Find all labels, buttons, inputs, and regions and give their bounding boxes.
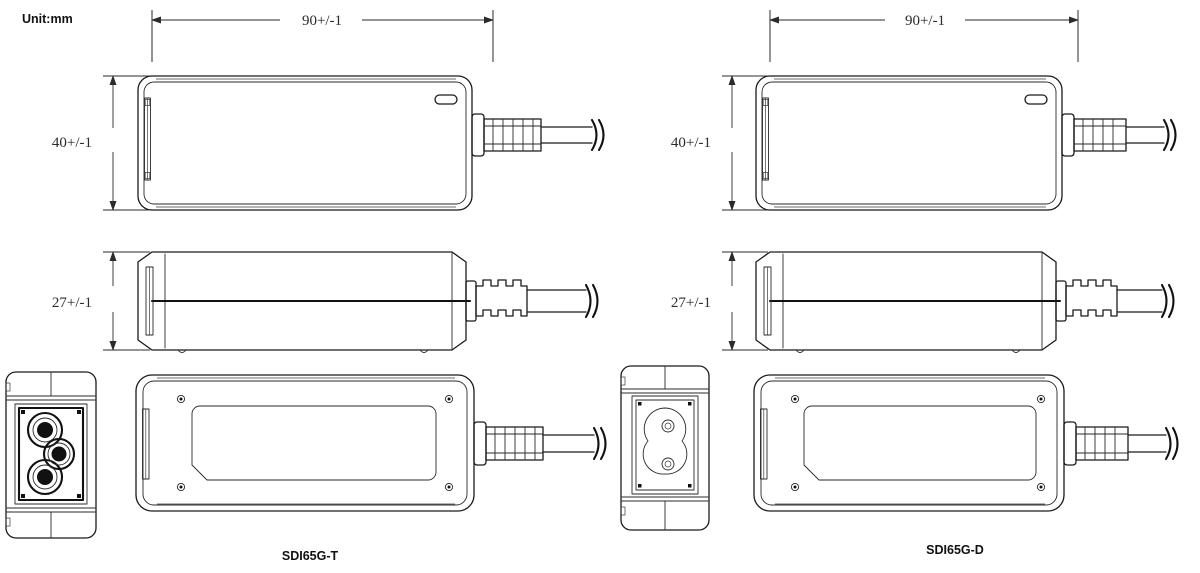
right-side-strain-relief-comb: [1065, 279, 1118, 317]
right-bottom-cable-break-1: [1164, 426, 1172, 461]
left-inlet-outer-body: [5, 371, 97, 539]
left-pin-bore-mid: [47, 442, 71, 466]
right-inlet-outer-body: [620, 365, 710, 531]
right-side-cable-break-2: [1167, 283, 1175, 319]
right-top-view: [755, 75, 1177, 211]
right-side-view: [755, 251, 1175, 353]
left-inlet-notch-upper: [5, 382, 11, 392]
right-width-label: 40+/-1: [671, 135, 711, 151]
right-length-dimension: 90+/-1: [769, 10, 1079, 62]
left-side-foot-1: [177, 349, 187, 353]
left-side-cable-break-1: [584, 283, 592, 319]
right-top-strain-relief: [1073, 118, 1127, 152]
left-bottom-cable-break-1: [592, 426, 600, 461]
right-pin-bore-top: [661, 419, 675, 433]
left-inlet-notch-lower: [5, 517, 11, 527]
left-length-label: 90+/-1: [302, 13, 342, 29]
left-side-cable-break-2: [591, 283, 599, 319]
right-width-dimension: 40+/-1: [671, 75, 768, 211]
left-pin-bore-bottom: [32, 464, 58, 490]
right-pin-bottom: [664, 460, 672, 468]
left-pin-mid: [51, 446, 67, 462]
right-bottom-screws: [790, 394, 1046, 492]
left-bottom-cable-break-2: [599, 426, 607, 461]
right-bottom-cable-boss: [1063, 421, 1077, 466]
right-side-foot-2: [1011, 349, 1021, 353]
right-top-led-indicator: [1024, 94, 1048, 105]
left-top-cable-break-1: [590, 118, 598, 152]
right-top-cable-break-1: [1162, 118, 1170, 152]
right-bottom-outer-shell: [753, 374, 1065, 512]
right-top-parting-seam: [761, 81, 1057, 205]
left-bottom-strain-relief: [485, 426, 544, 461]
left-side-foot-2: [419, 349, 429, 353]
left-top-parting-seam: [143, 81, 467, 205]
left-top-strain-relief-ribs: [483, 118, 542, 152]
left-bottom-label-recess: [191, 405, 437, 481]
right-pin-bore-bottom: [661, 457, 675, 471]
left-bottom-strain-relief-ribs: [485, 426, 544, 461]
left-height-label: 27+/-1: [52, 295, 92, 311]
left-model-caption: SDI65G-T: [282, 549, 339, 563]
right-bottom-parting-seam: [760, 380, 1058, 506]
right-bottom-label-recess: [803, 405, 1037, 481]
right-top-inlet-tab-top: [762, 99, 769, 106]
right-bottom-strain-relief-ribs: [1075, 426, 1129, 461]
right-side-cable-break-1: [1160, 283, 1168, 319]
left-top-cable-break-2: [597, 118, 605, 152]
left-height-dimension: 27+/-1: [52, 251, 150, 351]
left-inlet-frame-outer: [14, 403, 88, 505]
right-height-label: 27+/-1: [671, 295, 711, 311]
right-model-caption: SDI65G-D: [926, 543, 984, 557]
left-top-inlet-tab-top: [144, 99, 151, 106]
right-inlet-face-view: [620, 365, 710, 531]
left-side-strain-relief-comb: [475, 279, 528, 317]
right-length-label: 90+/-1: [905, 13, 945, 29]
right-bottom-strain-relief: [1075, 426, 1129, 461]
left-bottom-outer-shell: [135, 374, 475, 512]
left-pin-top: [37, 422, 53, 438]
right-inlet-notch-lower: [620, 506, 626, 516]
left-side-view: [137, 251, 599, 353]
left-pin-bottom: [37, 469, 53, 485]
right-top-outer-shell: [755, 75, 1063, 211]
right-inlet-notch-upper: [620, 376, 626, 386]
right-top-cable-break-2: [1169, 118, 1177, 152]
left-inlet-frame-inner: [17, 406, 85, 502]
left-inlet-cloverleaf-pins: [26, 411, 76, 496]
right-inlet-frame-inner: [635, 399, 695, 491]
left-top-strain-relief: [483, 118, 542, 152]
right-inlet-figure8-pins: [642, 407, 688, 475]
right-top-strain-relief-ribs: [1073, 118, 1127, 152]
left-width-dimension: 40+/-1: [52, 75, 150, 211]
left-top-led-indicator: [434, 94, 458, 105]
right-inlet-frame-corners: [638, 402, 692, 488]
unit-note: Unit:mm: [22, 12, 73, 26]
right-height-dimension: 27+/-1: [671, 251, 768, 351]
left-top-cable-boss: [471, 113, 485, 157]
right-bottom-cable-break-2: [1171, 426, 1179, 461]
right-bottom-view: [753, 374, 1179, 512]
left-inlet-frame-corners: [21, 410, 81, 498]
model-right-sdi65g-d: 90+/-1 40+/-1: [620, 10, 1179, 557]
right-pin-top: [664, 422, 672, 430]
left-top-inlet-tab-bottom: [144, 172, 151, 179]
right-side-foot-1: [795, 349, 805, 353]
left-length-dimension: 90+/-1: [151, 10, 494, 62]
left-pin-bore-top: [32, 417, 58, 443]
left-bottom-parting-seam: [142, 380, 468, 506]
left-inlet-face-view: [5, 371, 97, 539]
left-bottom-view: [135, 374, 607, 512]
left-top-outer-shell: [137, 75, 473, 211]
right-inlet-figure8-outline: [642, 407, 688, 475]
right-top-cable-boss: [1061, 113, 1075, 157]
left-width-label: 40+/-1: [52, 135, 92, 151]
model-left-sdi65g-t: 90+/-1 40+/-1: [5, 10, 607, 563]
right-top-inlet-tab-bottom: [762, 172, 769, 179]
right-inlet-frame-outer: [631, 395, 699, 495]
left-bottom-cable-boss: [473, 421, 487, 466]
left-top-view: [137, 75, 605, 211]
left-bottom-screws: [176, 394, 454, 492]
